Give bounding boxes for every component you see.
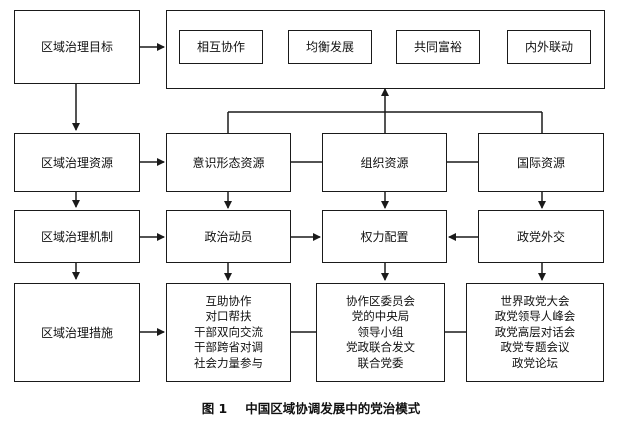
goal-item-cooperation: 相互协作 bbox=[179, 30, 263, 64]
measure-line: 党的中央局 bbox=[351, 309, 410, 324]
mechanism-political-mobilization: 政治动员 bbox=[166, 210, 291, 263]
goal-item-internal-external-linkage: 内外联动 bbox=[507, 30, 591, 64]
measure-line: 政党领导人峰会 bbox=[494, 309, 576, 324]
figure-title: 中国区域协调发展中的党治模式 bbox=[245, 401, 421, 416]
figure-number: 图 1 bbox=[201, 401, 228, 416]
measure-box: 区域治理措施 bbox=[14, 283, 140, 382]
resource-international: 国际资源 bbox=[478, 133, 604, 192]
resource-organization: 组织资源 bbox=[322, 133, 447, 192]
mechanism-party-diplomacy: 政党外交 bbox=[478, 210, 604, 263]
measure-line: 世界政党大会 bbox=[500, 293, 570, 308]
measure-line: 政党论坛 bbox=[512, 355, 558, 370]
measure-line: 领导小组 bbox=[357, 324, 404, 339]
measure-line: 政党高层对话会 bbox=[494, 324, 576, 339]
goal-item-balanced-development: 均衡发展 bbox=[288, 30, 372, 64]
measure-line: 对口帮扶 bbox=[205, 309, 252, 324]
resource-box: 区域治理资源 bbox=[14, 133, 140, 192]
mechanism-label: 区域治理机制 bbox=[40, 229, 113, 244]
measure-label: 区域治理措施 bbox=[40, 325, 113, 340]
measure-line: 协作区委员会 bbox=[346, 293, 415, 308]
resource-ideology: 意识形态资源 bbox=[166, 133, 291, 192]
goal-item-common-prosperity: 共同富裕 bbox=[396, 30, 480, 64]
measure-line: 干部双向交流 bbox=[194, 324, 263, 339]
measures-mobilization: 互助协作 对口帮扶 干部双向交流 干部跨省对调 社会力量参与 bbox=[166, 283, 291, 382]
measure-line: 社会力量参与 bbox=[194, 355, 263, 370]
mechanism-power-allocation: 权力配置 bbox=[322, 210, 447, 263]
figure-caption: 图 1 中国区域协调发展中的党治模式 bbox=[0, 398, 622, 417]
measures-power-allocation: 协作区委员会 党的中央局 领导小组 党政联合发文 联合党委 bbox=[316, 283, 445, 382]
resource-label: 区域治理资源 bbox=[40, 155, 113, 170]
measure-line: 党政联合发文 bbox=[346, 340, 415, 355]
measure-line: 干部跨省对调 bbox=[194, 340, 263, 355]
goal-box: 区域治理目标 bbox=[14, 10, 140, 84]
measure-line: 联合党委 bbox=[357, 355, 404, 370]
mechanism-box: 区域治理机制 bbox=[14, 210, 140, 263]
measure-line: 互助协作 bbox=[205, 293, 252, 308]
measure-line: 政党专题会议 bbox=[500, 340, 570, 355]
goal-label: 区域治理目标 bbox=[40, 40, 113, 54]
measures-party-diplomacy: 世界政党大会 政党领导人峰会 政党高层对话会 政党专题会议 政党论坛 bbox=[466, 283, 604, 382]
